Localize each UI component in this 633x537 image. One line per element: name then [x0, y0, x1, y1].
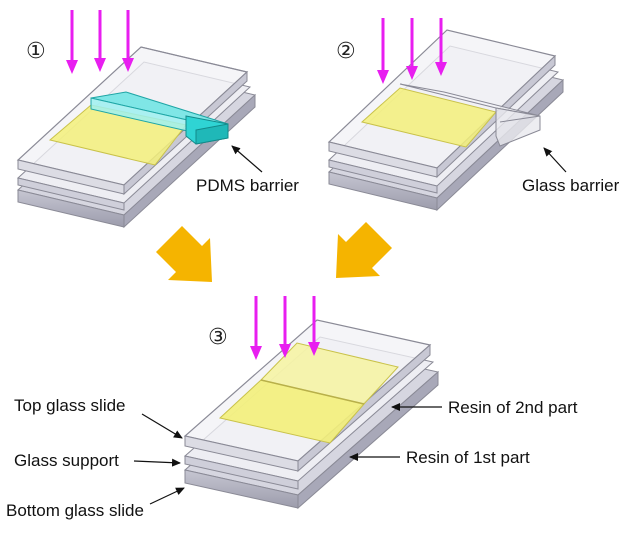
step-number-3: ③ [208, 325, 228, 350]
leader-glass-support [133, 458, 181, 467]
uv-arrow [406, 18, 418, 80]
uv-arrow [308, 296, 320, 356]
uv-arrow [94, 10, 106, 72]
uv-light-arrows-1 [66, 10, 134, 74]
step-number-1: ① [26, 39, 46, 64]
glass-barrier [399, 83, 541, 147]
top-glass-slide-label: Top glass slide [14, 396, 126, 415]
flow-arrow-right [336, 222, 392, 278]
leader-pdms-barrier [231, 145, 263, 173]
pdms-barrier [90, 91, 229, 145]
step-number-2: ② [336, 39, 356, 64]
glass-support-label: Glass support [14, 451, 119, 470]
leader-bottom-glass-slide [149, 487, 185, 505]
bottom-glass-slide-label: Bottom glass slide [6, 501, 144, 520]
resin-2nd-part-label: Resin of 2nd part [448, 398, 578, 417]
uv-arrow [435, 18, 447, 76]
uv-arrow [66, 10, 78, 74]
panel-3: ③ Top glass slide Glass support Bottom g… [6, 296, 578, 520]
resin-1st-part-label: Resin of 1st part [406, 448, 530, 467]
uv-arrow [250, 296, 262, 360]
leader-glass-barrier [543, 147, 567, 173]
pdms-barrier-label: PDMS barrier [196, 176, 299, 195]
leader-top-glass-slide [141, 413, 183, 439]
flow-arrow-left [156, 226, 212, 282]
uv-arrow [377, 18, 389, 84]
uv-light-arrows-2 [377, 18, 447, 84]
resin-interface [260, 379, 365, 405]
uv-light-arrows-3 [250, 296, 320, 360]
uv-arrow [279, 296, 291, 358]
panel-2: ② Glass barrier [327, 18, 620, 212]
panel-1: ① PDMS barrier [16, 10, 299, 229]
uv-arrow [122, 10, 134, 72]
glass-barrier-label: Glass barrier [522, 176, 620, 195]
